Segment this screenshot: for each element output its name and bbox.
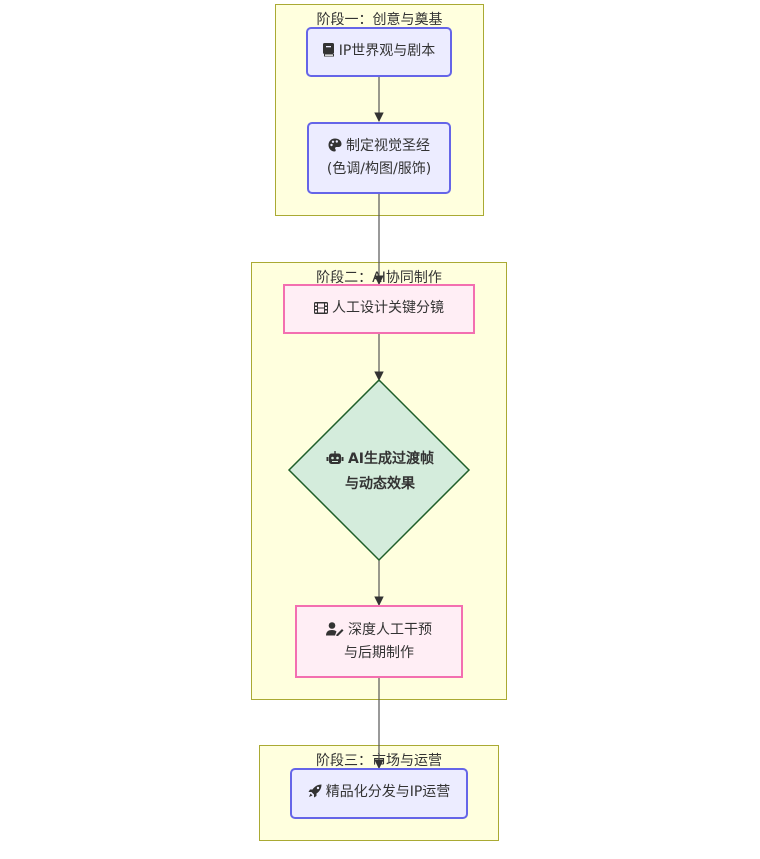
node-visual-bible-line-1: 制定视觉圣经 — [345, 138, 430, 154]
palette-icon — [328, 138, 342, 159]
node-ip-world-label: IP世界观与剧本 — [338, 42, 436, 59]
node-storyboard-label: 人工设计关键分镜 — [332, 299, 444, 316]
node-ai-generate-label: AI生成过渡帧 与动态效果 — [290, 448, 470, 496]
cluster-title-stage-1: 阶段一：创意与奠基 — [316, 12, 443, 28]
node-storyboard[interactable]: 人工设计关键分镜 — [283, 284, 475, 334]
node-human-post-line-2: 与后期制作 — [344, 644, 414, 661]
film-icon — [314, 300, 328, 321]
node-distribution-label: 精品化分发与IP运营 — [325, 784, 451, 800]
node-visual-bible-line-2: (色调/构图/服饰) — [326, 161, 432, 177]
node-ip-world[interactable]: IP世界观与剧本 — [306, 27, 452, 77]
node-human-post-line-1: 深度人工干预 — [348, 621, 432, 638]
book-icon — [322, 42, 335, 64]
user-edit-icon — [326, 621, 344, 643]
node-ai-generate-line-1: AI生成过渡帧 — [347, 451, 435, 467]
robot-icon — [326, 450, 344, 473]
node-ai-generate-line-2: 与动态效果 — [345, 476, 415, 492]
node-visual-bible[interactable]: 制定视觉圣经 (色调/构图/服饰) — [307, 122, 451, 194]
diamond-ai-generate[interactable] — [287, 378, 471, 562]
node-human-post[interactable]: 深度人工干预 与后期制作 — [295, 605, 463, 678]
node-distribution[interactable]: 精品化分发与IP运营 — [290, 768, 468, 819]
rocket-icon — [308, 784, 322, 805]
